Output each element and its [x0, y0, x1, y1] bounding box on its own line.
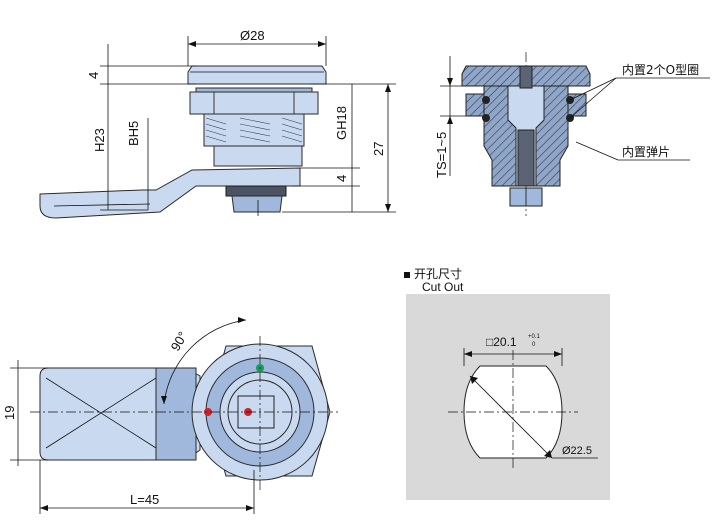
dim-19-label: 19 — [2, 406, 17, 420]
spring-callout: 内置弹片 — [622, 145, 670, 159]
section-spring — [517, 129, 535, 187]
cutout-title-cn: 开孔尺寸 — [414, 267, 462, 281]
gh18-label: GH18 — [334, 106, 349, 140]
square-label: □20.1 — [486, 335, 517, 349]
side-view: Ø28 4 H23 BH5 GH18 4 27 — [39, 28, 396, 219]
thread-lines — [205, 117, 303, 143]
cutout-title-en: Cut Out — [422, 280, 464, 294]
hex-nut — [189, 91, 319, 115]
o-ring-callout: 内置2个O型圈 — [622, 63, 699, 77]
tol-plus: +0.1 — [528, 334, 541, 340]
diameter-top-label: Ø28 — [240, 28, 265, 43]
threaded-body — [203, 113, 305, 147]
dim-4-bottom-label: 4 — [334, 175, 349, 182]
dim-27-label: 27 — [371, 142, 386, 156]
ts-label: TS=1~5 — [434, 132, 449, 178]
cutout-view: 开孔尺寸 Cut Out □20.1 +0.1 0 Ø22.5 — [404, 267, 610, 500]
red-marker-left — [204, 408, 212, 416]
cam-arm — [39, 167, 301, 219]
tol-zero: 0 — [532, 342, 536, 348]
key-collar — [225, 185, 287, 197]
length-label: L=45 — [130, 492, 159, 507]
key-plug — [231, 195, 283, 213]
dim-4-top-label: 4 — [86, 72, 101, 79]
lower-body — [213, 145, 303, 167]
bh5-label: BH5 — [126, 121, 141, 146]
front-view: 90° 19 L=45 — [2, 317, 338, 514]
section-view: TS=1~5 内置2个O型圈 内置弹片 — [434, 52, 710, 216]
lock-cap — [187, 65, 327, 85]
angle-label: 90° — [168, 329, 191, 354]
diameter-cut-label: Ø22.5 — [562, 445, 592, 457]
h23-label: H23 — [92, 128, 107, 152]
